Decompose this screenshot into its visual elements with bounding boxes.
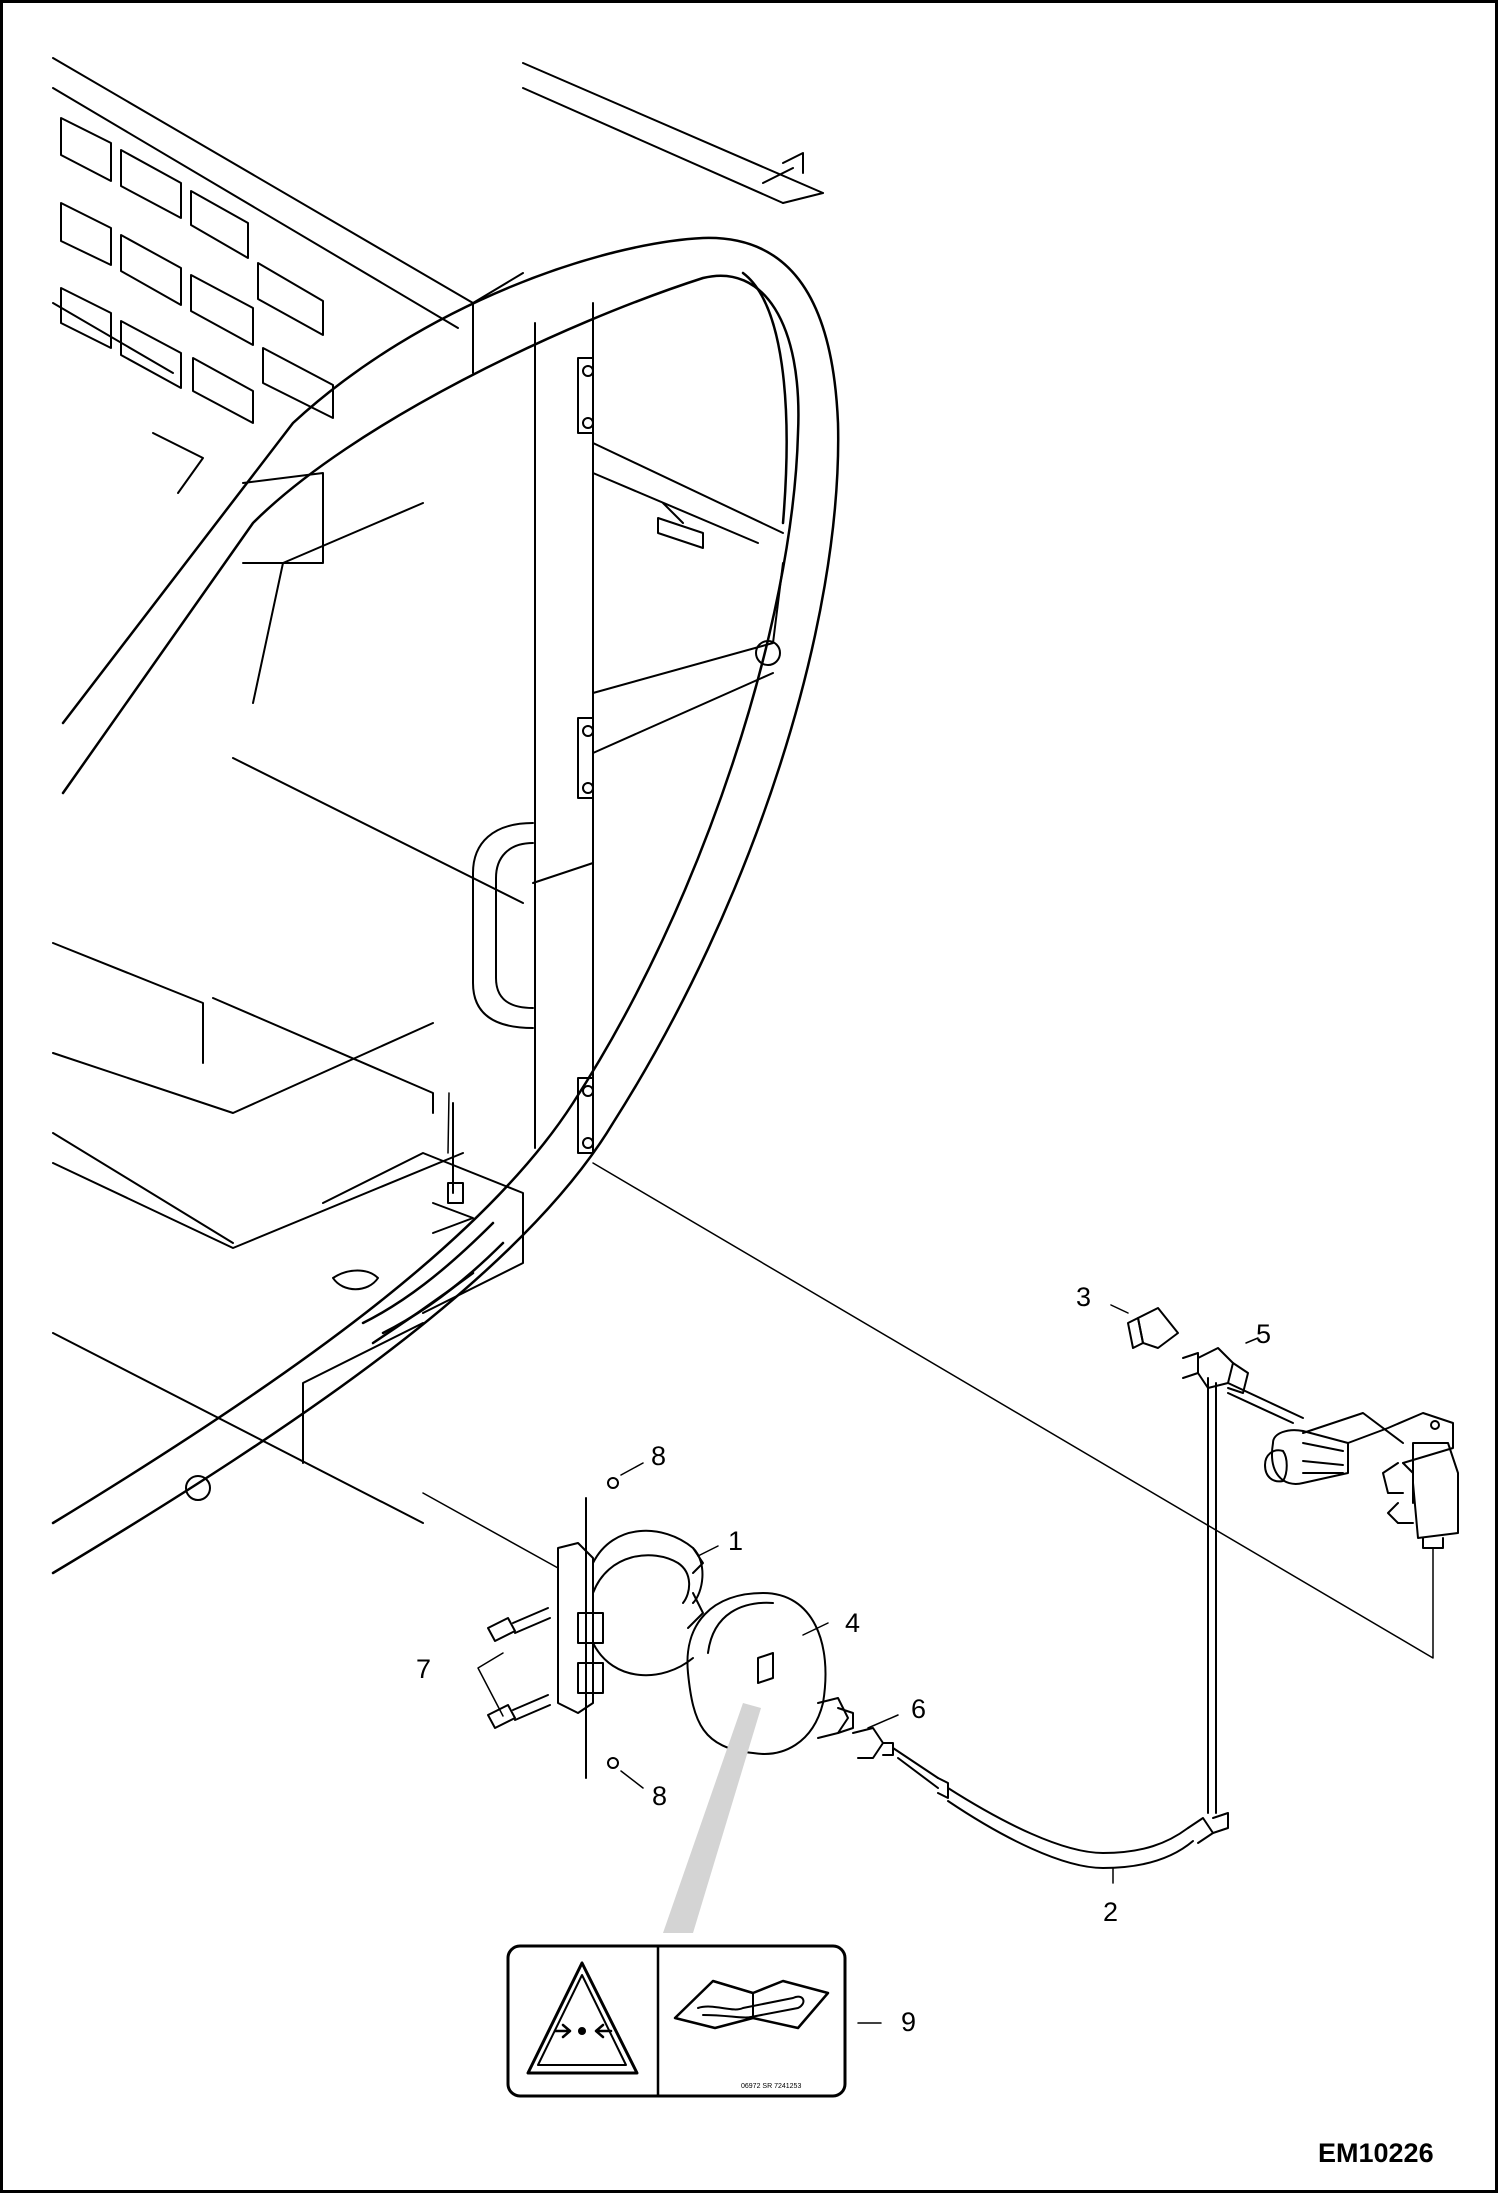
fitting-6 [852, 1727, 894, 1759]
accumulator-bracket [557, 1497, 704, 1779]
lower-frame [52, 942, 524, 1524]
bolt-lower [487, 1694, 551, 1729]
callout-9: 9 [901, 2007, 917, 2037]
nut-bottom [607, 1757, 619, 1769]
accumulator [686, 1592, 854, 1755]
exploded-view-drawing [51, 57, 1459, 2098]
decal-leader-wedge [663, 1703, 761, 1933]
floor-grating [52, 57, 524, 494]
door-post [534, 302, 594, 1154]
fitting-3 [1127, 1307, 1179, 1349]
callout-leaders [477, 1304, 1259, 2024]
bolt-upper [487, 1607, 551, 1642]
tube-line [1207, 1377, 1304, 1814]
tee-fitting [1182, 1347, 1249, 1394]
callout-6: 6 [911, 1694, 927, 1724]
rops-tube [51, 236, 840, 1575]
cab-interior-panels [232, 442, 784, 904]
callout-2: 2 [1103, 1897, 1119, 1927]
nut-top [607, 1477, 619, 1489]
decal-part-code: 06972 SR 7241253 [741, 2083, 802, 2090]
hand-pump [1264, 1412, 1459, 1549]
callout-4: 4 [845, 1608, 861, 1638]
grab-handle [472, 822, 534, 1029]
callout-3: 3 [1076, 1282, 1092, 1312]
upper-frame-rails [522, 62, 824, 204]
callout-7: 7 [416, 1654, 432, 1684]
figure-id: EM10226 [1318, 2138, 1434, 2168]
callout-8-top: 8 [651, 1441, 667, 1471]
callout-5: 5 [1256, 1319, 1272, 1349]
safety-decal [506, 1944, 847, 2098]
callout-8-bottom: 8 [652, 1781, 668, 1811]
reference-lines [422, 1092, 1434, 1659]
hose [892, 1747, 1229, 1869]
callout-1: 1 [728, 1526, 744, 1556]
